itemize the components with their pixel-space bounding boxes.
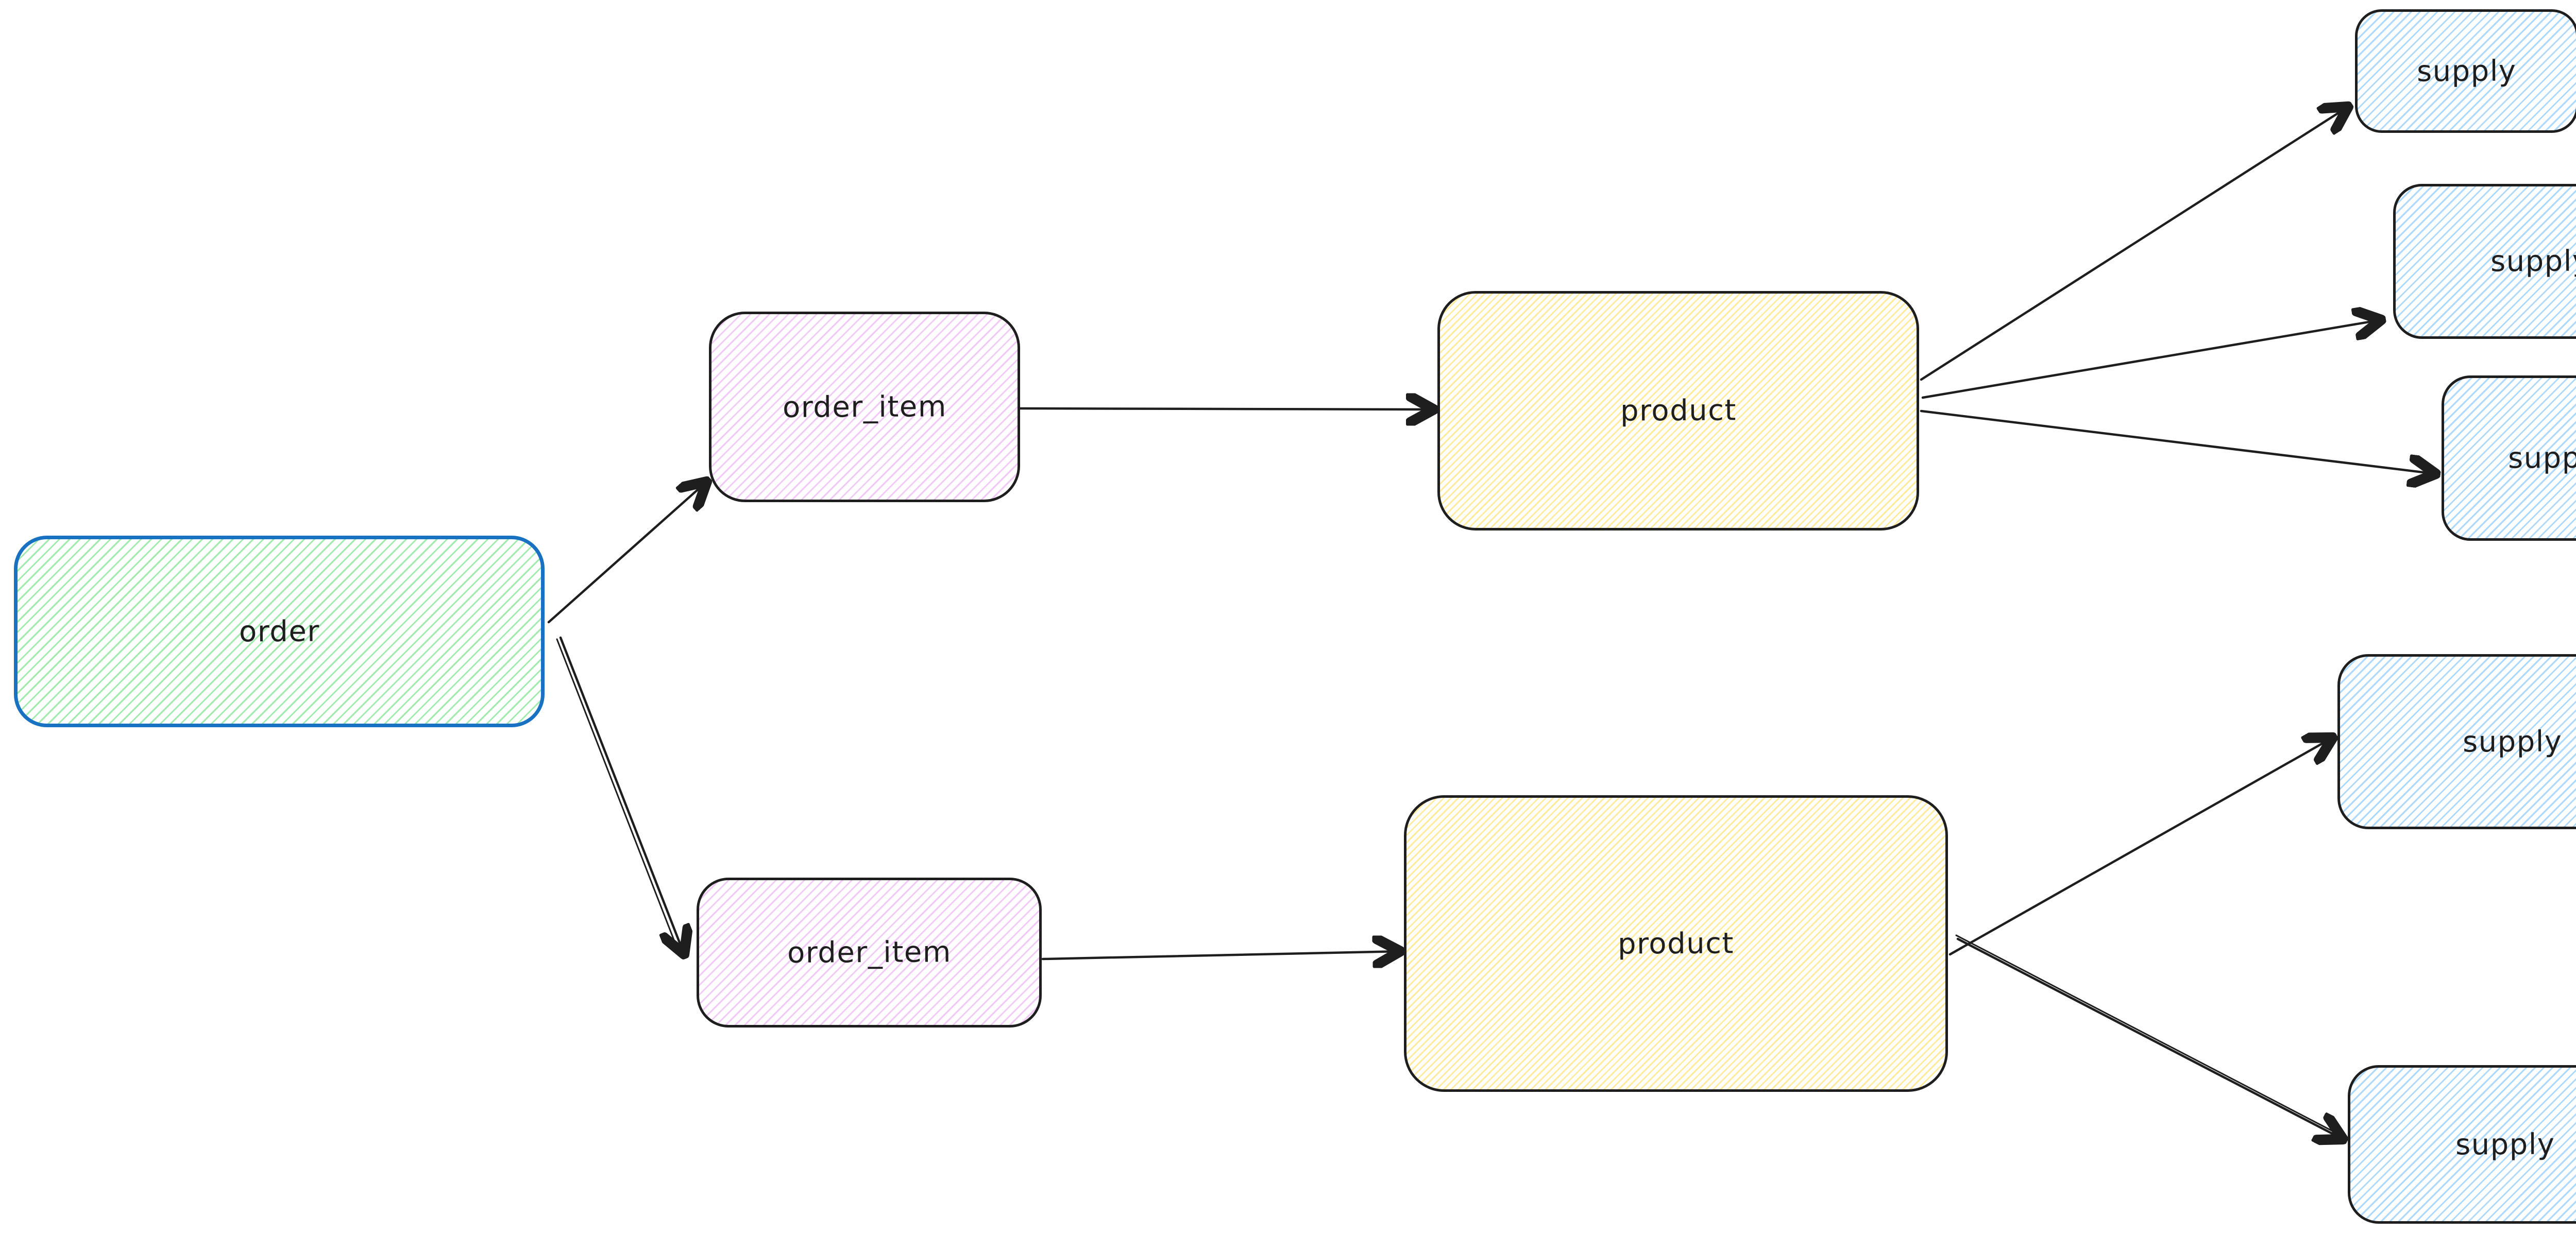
node-order-item-1: order_item [709,312,1020,502]
node-supply-4: supply [2337,654,2576,829]
arrow-order-item-1-to-product-1 [1018,408,1434,409]
node-order-label: order [239,614,320,648]
node-order: order [14,536,545,727]
node-product-1: product [1437,291,1919,530]
node-supply-2-label: supply [2490,244,2576,279]
arrow-order-to-order-item-2-overdraw [556,638,677,946]
node-product-1-label: product [1620,393,1737,428]
arrow-product-2-to-supply-5 [1956,937,2343,1139]
arrow-order-item-2-to-product-2 [1041,951,1400,959]
node-supply-5: supply [2348,1065,2576,1224]
arrow-product-1-to-supply-3 [1920,409,2436,474]
node-order-item-2-label: order_item [787,935,952,970]
node-order-item-1-label: order_item [782,389,947,424]
node-supply-3: supply [2442,375,2576,541]
node-supply-4-label: supply [2462,724,2563,759]
node-order-item-2: order_item [697,878,1042,1028]
arrow-order-to-order-item-2 [559,636,684,954]
arrow-product-1-to-supply-2 [1921,320,2381,399]
node-product-2-label: product [1617,926,1735,961]
arrow-product-1-to-supply-1 [1920,107,2348,381]
node-product-2: product [1404,795,1948,1092]
node-supply-5-label: supply [2455,1127,2555,1162]
node-supply-2: supply [2393,184,2576,339]
arrow-product-2-to-supply-5-overdraw [1955,934,2337,1134]
arrow-product-2-to-supply-4 [1948,738,2333,956]
node-supply-3-label: supply [2507,441,2576,475]
arrow-order-to-order-item-1 [547,482,707,624]
node-supply-1-label: supply [2417,54,2517,89]
node-supply-1: supply [2355,9,2576,133]
